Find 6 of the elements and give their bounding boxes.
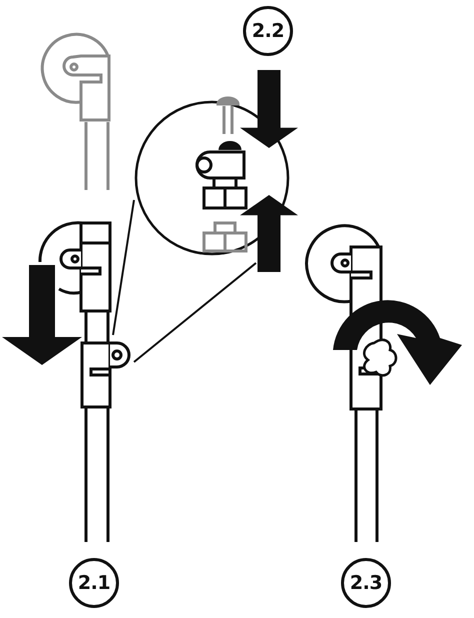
- step-number-circle: [69, 558, 119, 608]
- step-number-circle: [341, 558, 391, 608]
- step-number: 2.3: [350, 572, 382, 594]
- step-number-circle: [243, 6, 293, 56]
- step-number: 2.2: [252, 20, 284, 42]
- step-number: 2.1: [78, 572, 110, 594]
